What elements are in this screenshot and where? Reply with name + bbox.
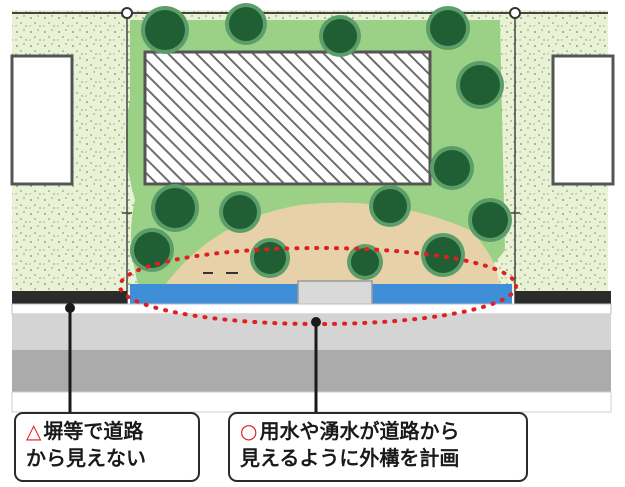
tree [254, 242, 286, 274]
water-channel-left [130, 284, 298, 304]
tree [430, 10, 466, 46]
boundary-wall-left [12, 291, 127, 304]
tree [434, 150, 470, 186]
leader-dot-left [65, 303, 75, 313]
boundary-wall-right [515, 291, 611, 304]
tree [223, 195, 257, 229]
road-sidewalk [11, 391, 612, 413]
road-curb [11, 303, 612, 315]
tree [323, 19, 357, 53]
tree [155, 188, 195, 228]
road-light-lane [12, 314, 611, 350]
callout-water-visible: ○用水や湧水が道路から 見えるように外構を計画 [228, 412, 528, 482]
callout-left-text2: から見えない [26, 446, 146, 470]
tree [460, 65, 500, 105]
highlight-dotted-ellipse [118, 246, 518, 326]
water-channel-right [372, 284, 512, 304]
circle-mark-icon: ○ [240, 419, 258, 443]
callout-wall-blocks-view: △塀等で道路 から見えない [14, 412, 200, 482]
main-building [143, 50, 432, 186]
callout-left-text1: 塀等で道路 [43, 419, 144, 443]
callout-right-text1: 用水や湧水が道路から [259, 419, 460, 443]
callout-left-line1: △塀等で道路 [26, 418, 190, 445]
tree [373, 189, 407, 223]
triangle-mark-icon: △ [26, 419, 42, 443]
tree [134, 232, 170, 268]
garden-trees [130, 3, 512, 280]
tree [229, 7, 263, 41]
tree [425, 237, 461, 273]
boundary-marker [121, 7, 133, 19]
leader-dot-right [311, 317, 321, 327]
callout-right-line1: ○用水や湧水が道路から [240, 418, 518, 445]
boundary-marker [509, 7, 521, 19]
neighbor-building-right [551, 54, 615, 186]
neighbor-building-left [10, 54, 74, 186]
tree [145, 10, 185, 50]
road-dark-lane [12, 350, 611, 392]
callout-right-text2: 見えるように外構を計画 [240, 446, 460, 470]
tree [351, 248, 379, 276]
tree [472, 202, 508, 238]
